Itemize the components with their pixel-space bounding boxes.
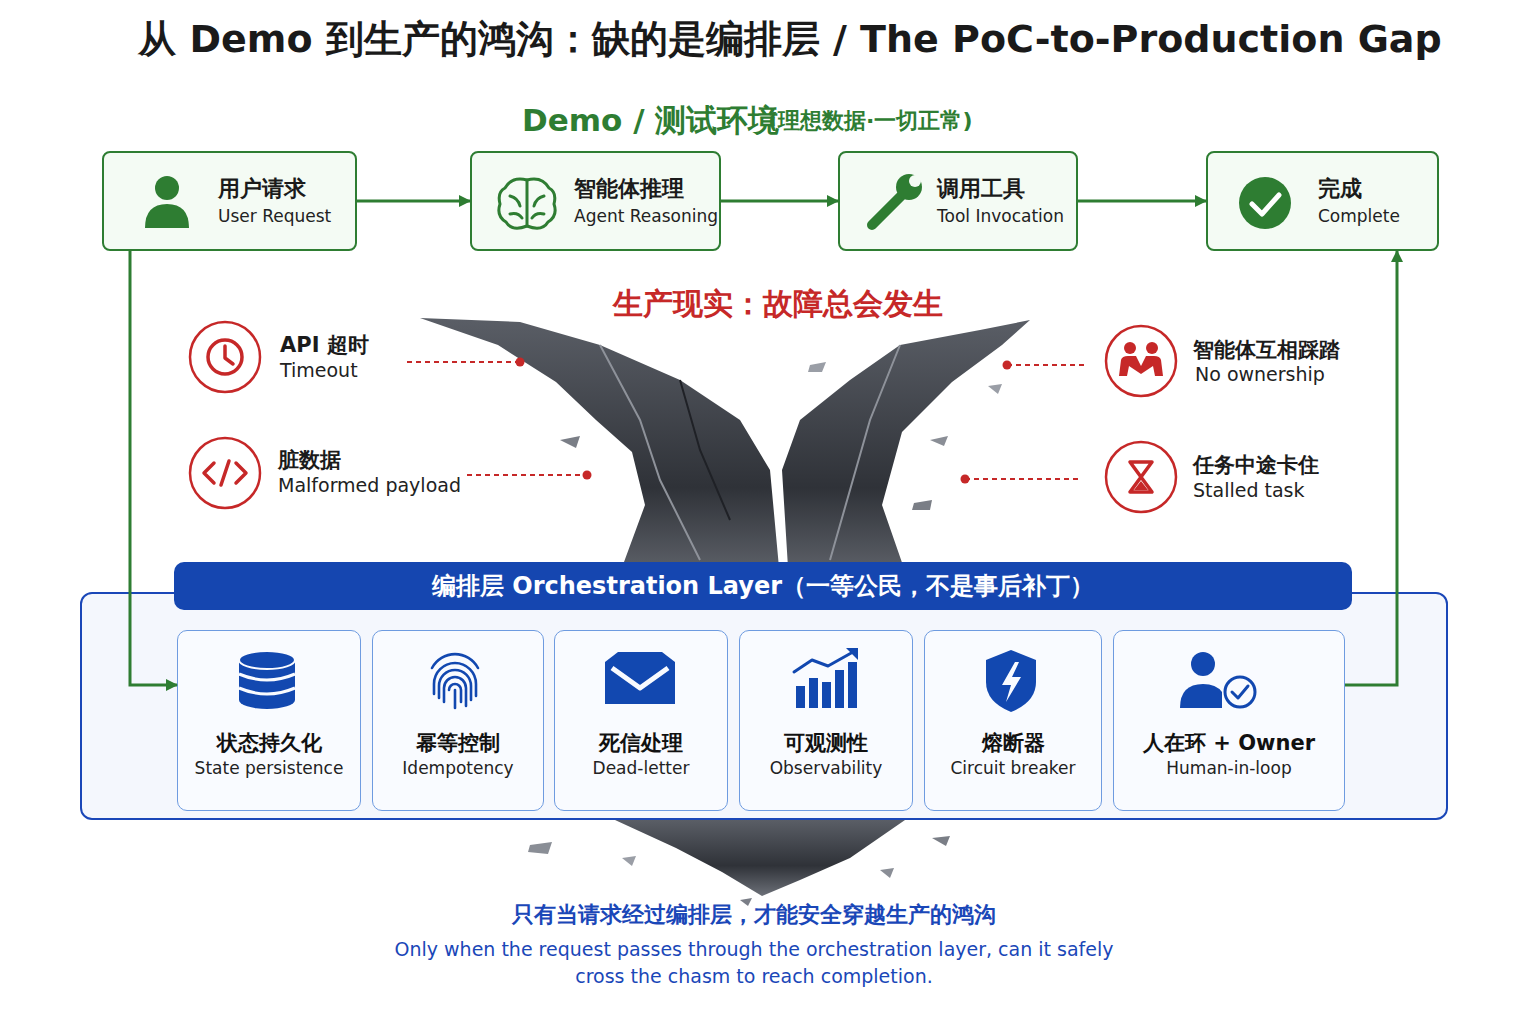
box-subtitle: Agent Reasoning: [574, 204, 719, 228]
box-subtitle: Tool Invocation: [937, 204, 1076, 228]
failure-title: 智能体互相踩踏: [1193, 336, 1340, 364]
box-subtitle: Complete: [1318, 204, 1437, 228]
box-subtitle: Observability: [770, 757, 883, 779]
flow-arrow: [1078, 200, 1206, 203]
box-title: 完成: [1318, 174, 1437, 204]
capability-box: 幂等控制Idempotency: [372, 630, 544, 811]
capability-box: 死信处理Dead-letter: [554, 630, 728, 811]
box-title: 人在环 + Owner: [1143, 729, 1315, 757]
caption-note: Only when the request passes through the…: [394, 936, 1114, 990]
section-heading: Demo / 测试环境: [522, 100, 779, 142]
box-title: 死信处理: [599, 729, 683, 757]
box-title: 智能体推理: [574, 174, 719, 204]
box-subtitle: Dead-letter: [593, 757, 690, 779]
failure-subtitle: No ownership: [1195, 363, 1325, 385]
failure-subtitle: Timeout: [280, 359, 358, 381]
capability-box: 人在环 + OwnerHuman-in-loop: [1113, 630, 1345, 811]
section-heading: 生产现实：故障总会发生: [478, 284, 1078, 325]
diagram-title: 从 Demo 到生产的鸿沟：缺的是编排层 / The PoC-to-Produc…: [40, 14, 1536, 65]
section-subheading: (理想数据·一切正常): [768, 106, 972, 136]
flow-arrow: [721, 200, 838, 203]
box-title: 可观测性: [784, 729, 868, 757]
caption: 只有当请求经过编排层，才能安全穿越生产的鸿沟: [254, 900, 1254, 930]
process-box: 调用工具Tool Invocation: [838, 151, 1078, 251]
box-title: 用户请求: [218, 174, 355, 204]
capability-box: 熔断器Circuit breaker: [924, 630, 1102, 811]
capability-box: 可观测性Observability: [739, 630, 913, 811]
failure-subtitle: Malformed payload: [278, 474, 461, 496]
process-box: 用户请求User Request: [102, 151, 357, 251]
box-title: 调用工具: [937, 174, 1076, 204]
box-subtitle: State persistence: [195, 757, 344, 779]
box-title: 幂等控制: [416, 729, 500, 757]
failure-title: 任务中途卡住: [1193, 451, 1319, 479]
failure-title: API 超时: [280, 331, 369, 359]
layer-container: 编排层 Orchestration Layer（一等公民，不是事后补丁）状态持久…: [80, 592, 1448, 820]
flow-arrow: [357, 200, 470, 203]
box-subtitle: Circuit breaker: [950, 757, 1075, 779]
box-subtitle: Idempotency: [402, 757, 513, 779]
failure-title: 脏数据: [278, 446, 341, 474]
failure-subtitle: Stalled task: [1193, 479, 1305, 501]
process-box: 完成Complete: [1206, 151, 1439, 251]
layer-band-title: 编排层 Orchestration Layer（一等公民，不是事后补丁）: [174, 562, 1352, 610]
box-title: 熔断器: [982, 729, 1045, 757]
box-subtitle: Human-in-loop: [1166, 757, 1291, 779]
box-title: 状态持久化: [217, 729, 322, 757]
box-subtitle: User Request: [218, 204, 355, 228]
capability-box: 状态持久化State persistence: [177, 630, 361, 811]
process-box: 智能体推理Agent Reasoning: [470, 151, 721, 251]
